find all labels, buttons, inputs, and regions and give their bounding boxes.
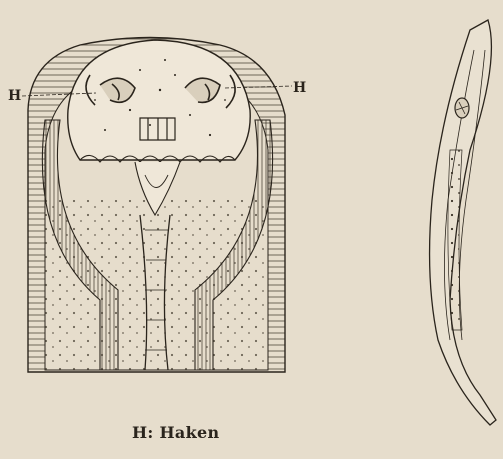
hook-label-left: H (8, 88, 21, 104)
worm-head-drawing (22, 38, 292, 373)
hook-label-right: H (293, 80, 306, 96)
figure-caption: H: Haken (132, 423, 219, 442)
